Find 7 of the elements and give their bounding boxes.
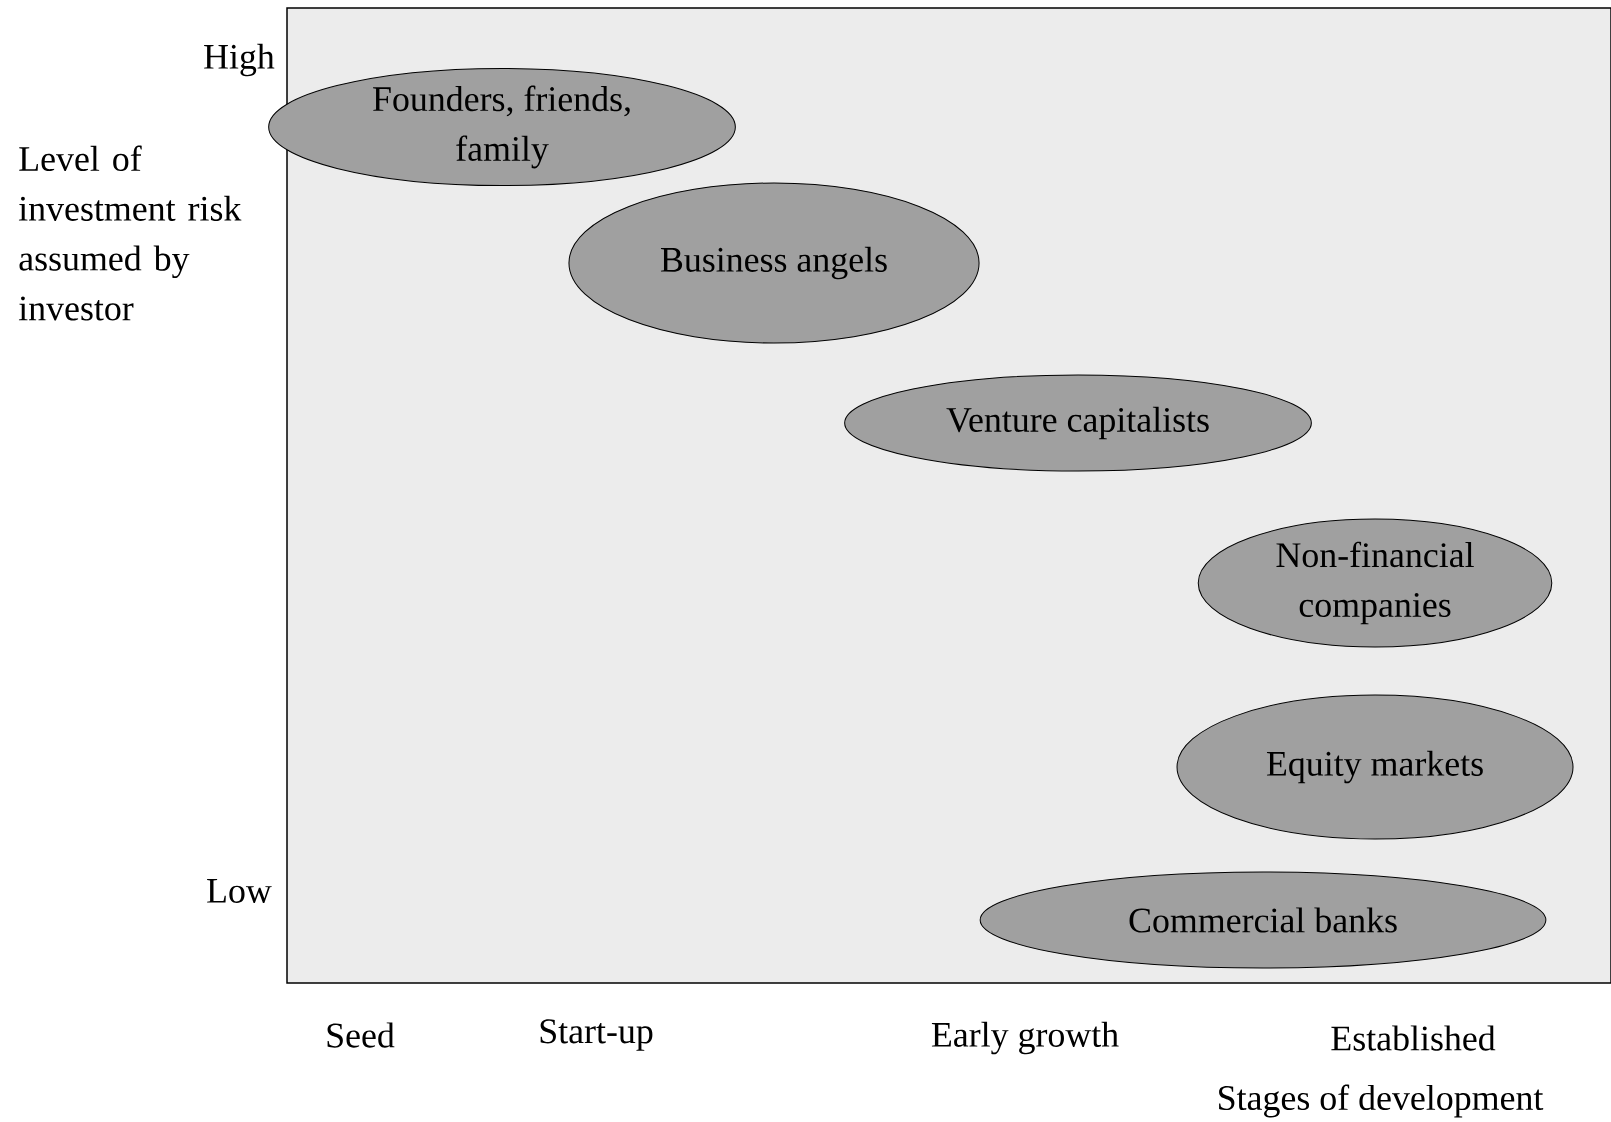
axis-title: Stages of development — [1219, 1084, 1544, 1118]
stage-label: Established — [1331, 1025, 1496, 1051]
stage-label: Seed — [327, 1022, 395, 1048]
axis-value: Low — [207, 879, 272, 903]
axis-title: Level of investment risk assumed by investor — [18, 145, 242, 321]
stage-label: Early growth — [931, 1021, 1119, 1055]
stage-label: Start-up — [540, 1019, 653, 1051]
